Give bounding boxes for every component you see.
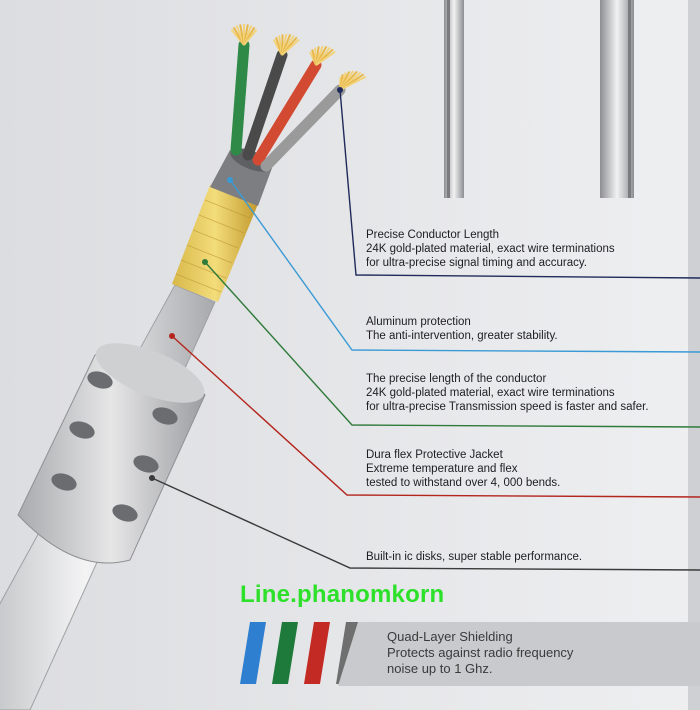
gold-shield [172, 185, 258, 302]
conductor-wire [242, 49, 288, 161]
callout-jacket: Dura flex Protective Jacket Extreme temp… [366, 448, 560, 490]
legend-panel [338, 622, 700, 686]
callout-line-aluminum [229, 179, 700, 353]
gold-strand-tip [309, 45, 336, 66]
gold-strand-tip [230, 24, 258, 46]
callout-text: 24K gold-plated material, exact wire ter… [366, 387, 615, 399]
ferrite-slots [51, 371, 178, 522]
callout-text: for ultra-precise signal timing and accu… [366, 257, 587, 269]
right-edge-shadow [688, 0, 700, 710]
legend-stripe [240, 622, 266, 684]
legend-stripe [272, 622, 298, 684]
callout-line-length [204, 261, 700, 428]
gold-strand-tip [339, 70, 367, 91]
callout-text: The precise length of the conductor [366, 373, 547, 385]
callout-text: The anti-intervention, greater stability… [366, 330, 558, 342]
callout-text: Dura flex Protective Jacket [366, 449, 503, 461]
callout-lines [149, 87, 700, 571]
gold-strand-tip [272, 33, 300, 56]
callout-ic-disks: Built-in ic disks, super stable performa… [366, 550, 582, 564]
legend-line: noise up to 1 Ghz. [387, 661, 493, 676]
conductor-wire [230, 39, 250, 156]
callout-conductor-length: Precise Conductor Length 24K gold-plated… [366, 228, 615, 270]
callout-precise-length: The precise length of the conductor 24K … [366, 372, 649, 414]
legend-text: Quad-Layer Shielding Protects against ra… [387, 629, 573, 677]
callout-text: Built-in ic disks, super stable performa… [366, 551, 583, 563]
callout-text: 24K gold-plated material, exact wire ter… [366, 243, 615, 255]
callout-line-conductor [339, 89, 700, 279]
legend-line: Protects against radio frequency [387, 645, 574, 660]
callout-text: Extreme temperature and flex [366, 463, 518, 475]
gold-shield-texture [175, 199, 251, 293]
callout-text: Precise Conductor Length [366, 229, 499, 241]
legend-stripe [304, 622, 330, 684]
legend-line: Quad-Layer Shielding [387, 629, 513, 644]
conductors [230, 24, 367, 172]
callout-line-jacket [171, 335, 700, 498]
callout-text: tested to withstand over 4, 000 bends. [366, 477, 561, 489]
conductor-wire [260, 84, 346, 172]
callout-text: for ultra-precise Transmission speed is … [366, 401, 649, 413]
callout-aluminum: Aluminum protection The anti-interventio… [366, 315, 558, 343]
watermark-text: Line.phanomkorn [240, 581, 445, 608]
callout-text: Aluminum protection [366, 316, 471, 328]
conductor-wire [252, 59, 322, 166]
callout-line-ic [151, 477, 700, 571]
